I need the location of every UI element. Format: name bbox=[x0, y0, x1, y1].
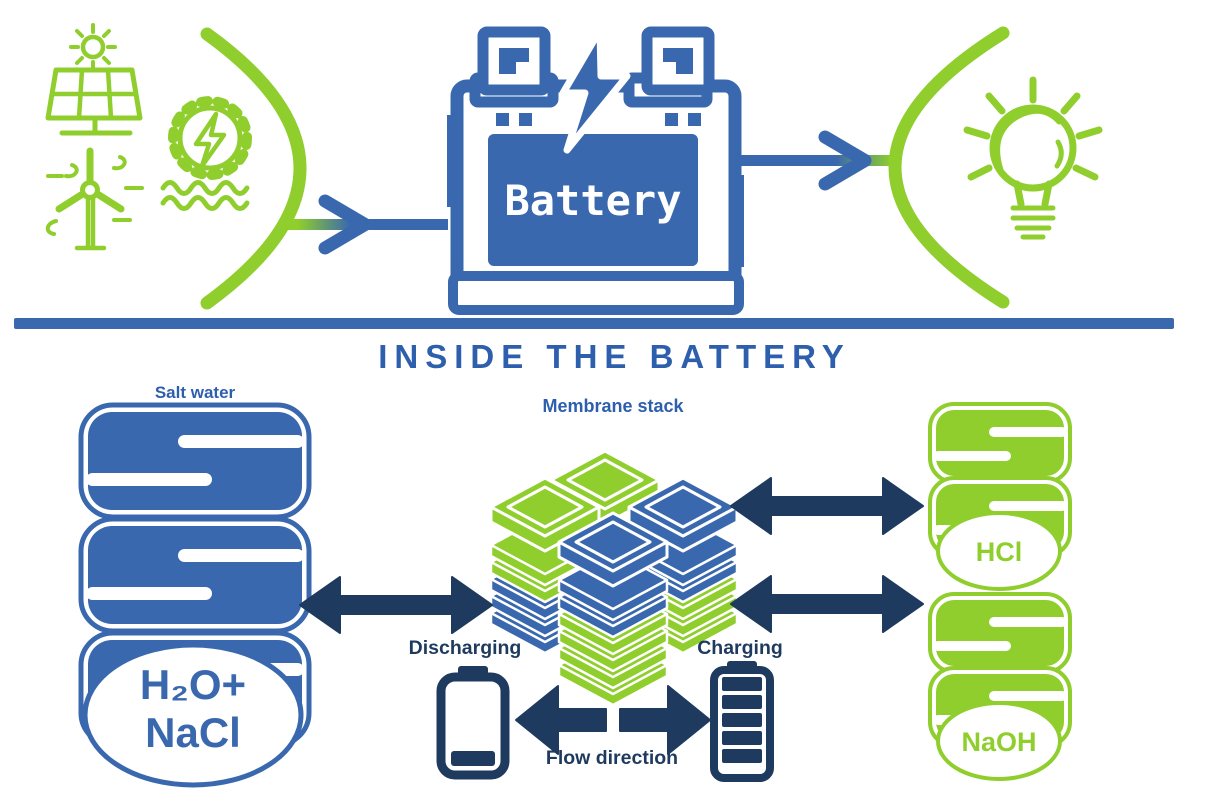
lightbulb-icon bbox=[963, 76, 1103, 240]
battery-icon: Battery bbox=[447, 26, 744, 315]
sources-arc bbox=[200, 27, 307, 310]
battery-vents bbox=[496, 113, 701, 126]
discharging-label: Discharging bbox=[408, 637, 522, 659]
discharging-battery-icon bbox=[436, 666, 510, 780]
membrane-front-stack bbox=[557, 511, 669, 707]
salt-water-label: Salt water bbox=[154, 383, 236, 402]
hydro-gear-icon bbox=[160, 96, 252, 211]
double-arrow-membrane-naoh bbox=[730, 575, 924, 633]
battery-terminals bbox=[469, 26, 715, 108]
solar-panel-icon bbox=[45, 67, 143, 136]
energy-out-arrow-icon bbox=[732, 130, 900, 191]
battery-label: Battery bbox=[504, 176, 681, 225]
lightbulb-rays bbox=[963, 76, 1103, 181]
sun-icon bbox=[69, 23, 117, 71]
renewable-sources-icons bbox=[45, 23, 252, 251]
charging-label: Charging bbox=[697, 637, 783, 659]
page-title: INSIDE THE BATTERY bbox=[378, 338, 851, 375]
flow-arrow-left-icon bbox=[515, 685, 607, 755]
charging-battery-icon bbox=[710, 661, 774, 782]
membrane-stack-label: Membrane stack bbox=[542, 396, 684, 416]
wind-turbine-icon bbox=[45, 147, 144, 251]
section-divider bbox=[14, 318, 1174, 329]
energy-in-arrow-icon bbox=[285, 194, 448, 255]
double-arrow-salt-membrane bbox=[299, 576, 493, 634]
lightning-bolt-icon bbox=[193, 111, 227, 169]
battery-base bbox=[448, 271, 744, 315]
salt-water-tank-icon: H₂O+ NaCl bbox=[78, 402, 312, 788]
hcl-label: HCl bbox=[976, 537, 1023, 567]
naoh-label: NaOH bbox=[961, 727, 1036, 757]
flow-arrow-right-icon bbox=[619, 685, 711, 755]
naoh-tank-icon: NaOH bbox=[928, 592, 1072, 781]
hcl-tank-icon: HCl bbox=[928, 402, 1072, 591]
lightning-bolt-icon bbox=[559, 26, 631, 154]
flow-direction-label: Flow direction bbox=[545, 747, 679, 769]
output-arc bbox=[888, 26, 1010, 309]
double-arrow-membrane-hcl bbox=[730, 477, 924, 535]
salt-formula-line1: H₂O+ bbox=[140, 661, 246, 708]
salt-formula-line2: NaCl bbox=[145, 709, 241, 756]
